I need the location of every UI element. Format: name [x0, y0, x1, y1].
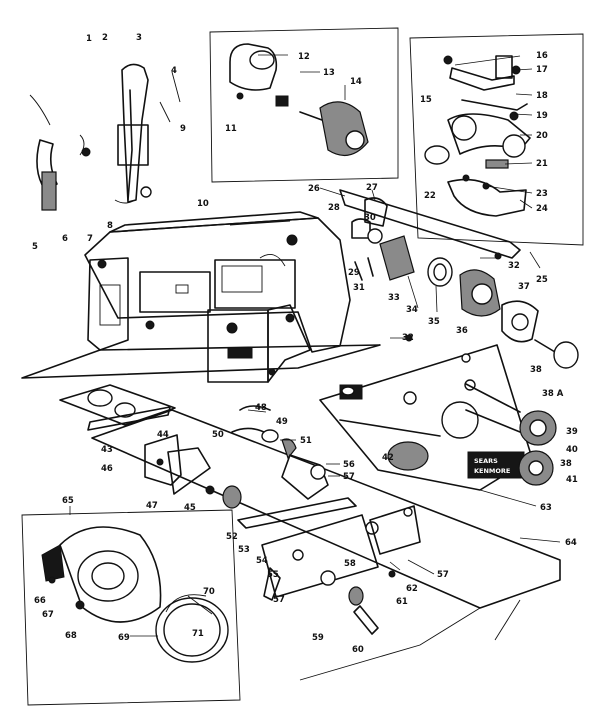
leader-lines — [69, 54, 561, 637]
machine-arm — [84, 211, 351, 383]
label-9: 9 — [180, 124, 186, 134]
label-42: 42 — [382, 453, 394, 463]
label-22: 22 — [424, 191, 436, 201]
label-61: 60 — [352, 645, 364, 655]
label-50: 50 — [212, 430, 224, 440]
label-19: 19 — [536, 111, 548, 121]
label-69: 68 — [65, 631, 77, 641]
label-41: 41 — [566, 475, 578, 485]
label-12: 12 — [298, 52, 310, 62]
label-54: 54 — [256, 556, 268, 566]
tension-assembly-box — [209, 27, 399, 183]
label-70: 69 — [118, 633, 130, 643]
label-13: 13 — [323, 68, 335, 78]
label-30: 30 — [364, 213, 376, 223]
label-65: 64 — [565, 538, 577, 548]
label-37: 37 — [518, 282, 530, 292]
label-34: 34 — [406, 305, 418, 315]
label-35: 35 — [428, 317, 440, 327]
label-43: 43 — [101, 445, 113, 455]
label-38a: 38 A — [542, 389, 564, 399]
label-45: 45 — [184, 503, 196, 513]
label-36: 36 — [456, 326, 468, 336]
label-56: 56 — [343, 460, 355, 470]
main-shaft-assembly — [339, 189, 579, 369]
label-25: 25 — [536, 275, 548, 285]
label-68: 67 — [42, 610, 54, 620]
label-17: 17 — [536, 65, 548, 75]
label-11: 11 — [225, 124, 237, 134]
label-47: 47 — [146, 501, 158, 511]
label-71: 70 — [203, 587, 215, 597]
label-7: 7 — [87, 234, 93, 244]
label-60: 59 — [312, 633, 324, 643]
label-51: 51 — [300, 436, 312, 446]
label-10: 10 — [197, 199, 209, 209]
label-23: 23 — [536, 189, 548, 199]
label-63: 62 — [406, 584, 418, 594]
label-46: 46 — [101, 464, 113, 474]
label-5: 5 — [32, 242, 38, 252]
stamp-brand: SEARS — [474, 457, 498, 465]
label-3: 3 — [136, 33, 142, 43]
label-16: 16 — [536, 51, 548, 61]
lower-mechanisms — [59, 384, 421, 635]
label-58-left: 57 — [273, 595, 285, 605]
label-26: 26 — [308, 184, 320, 194]
label-15: 15 — [420, 95, 432, 105]
label-57: 57 — [343, 472, 355, 482]
front-panel: SEARS KENMORE — [319, 344, 557, 491]
label-32-lower: 32 — [402, 333, 414, 343]
needle-bar-assembly — [29, 63, 181, 211]
label-52: 52 — [226, 532, 238, 542]
label-39: 39 — [566, 427, 578, 437]
label-6: 6 — [62, 234, 68, 244]
label-29: 29 — [348, 268, 360, 278]
label-1: 1 — [86, 34, 92, 44]
label-53: 53 — [238, 545, 250, 555]
base-tray — [21, 344, 561, 681]
label-64: 63 — [540, 503, 552, 513]
label-72: 71 — [192, 629, 204, 639]
label-24: 24 — [536, 204, 548, 214]
bobbin-hook-inset — [21, 509, 241, 706]
part-number-labels: 1 2 3 4 5 6 7 8 9 10 11 12 13 14 15 16 1… — [32, 33, 578, 655]
stamp-model: KENMORE — [474, 467, 510, 475]
label-21: 21 — [536, 159, 548, 169]
label-20: 20 — [536, 131, 548, 141]
label-58-right: 57 — [437, 570, 449, 580]
label-27: 27 — [366, 183, 378, 193]
label-62: 61 — [396, 597, 408, 607]
label-28: 28 — [328, 203, 340, 213]
label-40: 40 — [566, 445, 578, 455]
label-38-lower: 38 — [560, 459, 572, 469]
label-14: 14 — [350, 77, 362, 87]
label-18: 18 — [536, 91, 548, 101]
label-38-upper: 38 — [530, 365, 542, 375]
label-2: 2 — [102, 33, 108, 43]
label-32-upper: 32 — [508, 261, 520, 271]
label-55: 55 — [267, 570, 279, 580]
label-8: 8 — [107, 221, 113, 231]
label-48: 48 — [255, 403, 267, 413]
label-33: 33 — [388, 293, 400, 303]
label-4: 4 — [171, 66, 177, 76]
label-44: 44 — [157, 430, 169, 440]
label-66: 65 — [62, 496, 74, 506]
label-49: 49 — [276, 417, 288, 427]
label-67: 66 — [34, 596, 46, 606]
label-59: 58 — [344, 559, 356, 569]
feed-mechanism-box — [409, 33, 584, 246]
label-31: 31 — [353, 283, 365, 293]
